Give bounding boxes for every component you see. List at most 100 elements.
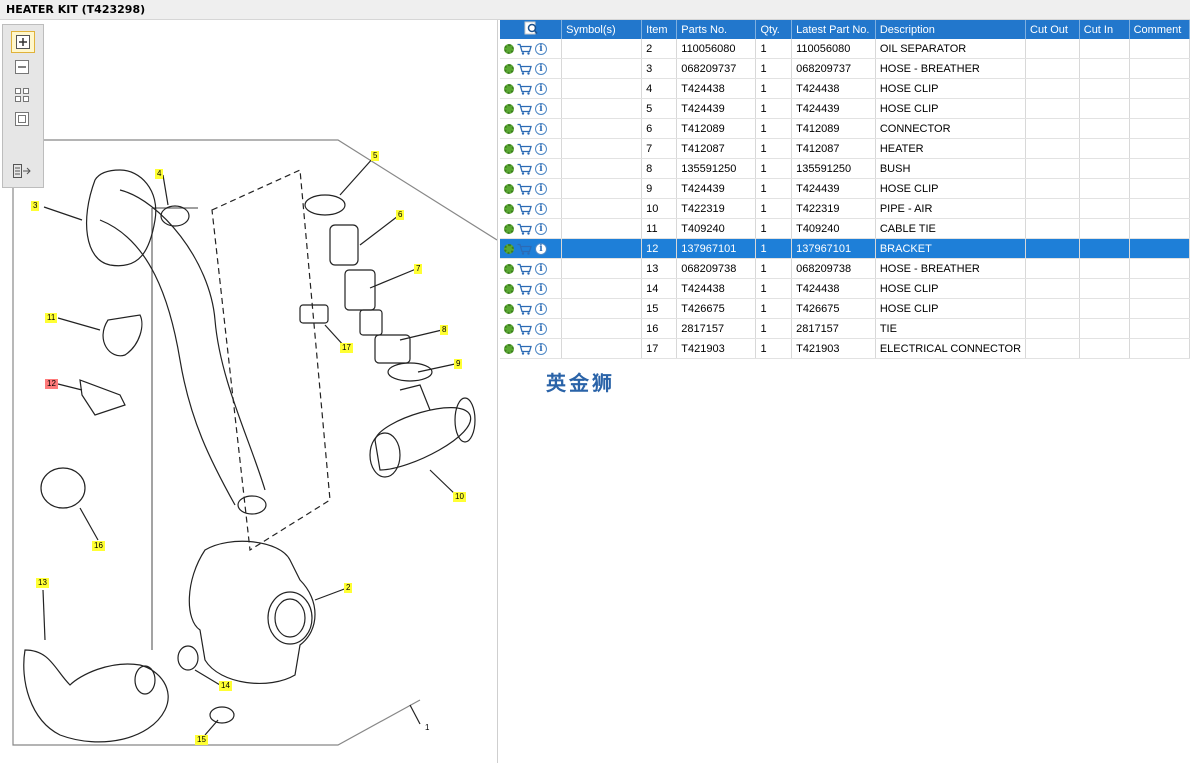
callout-6[interactable]: 6: [396, 210, 405, 220]
column-header-cut-in[interactable]: Cut In: [1079, 20, 1130, 39]
gear-icon[interactable]: [504, 103, 514, 114]
column-header-description[interactable]: Description: [875, 20, 1027, 39]
column-header-symbols[interactable]: Symbol(s): [561, 20, 643, 39]
cart-icon[interactable]: [517, 203, 532, 215]
info-icon[interactable]: i: [535, 82, 547, 95]
callout-5[interactable]: 5: [371, 151, 380, 161]
callout-14[interactable]: 14: [219, 681, 232, 691]
cart-icon[interactable]: [517, 163, 532, 175]
cart-icon[interactable]: [517, 283, 532, 295]
export-icon[interactable]: [11, 161, 33, 181]
search-icon[interactable]: [524, 21, 538, 35]
callout-11[interactable]: 11: [45, 313, 58, 323]
callout-2[interactable]: 2: [344, 583, 353, 593]
exploded-diagram[interactable]: 1 2 3 4 5 6 7 8 9 10 11 12 13 14 15 16 1…: [0, 20, 498, 763]
callout-12[interactable]: 12: [45, 379, 58, 389]
zoom-out-icon[interactable]: [11, 57, 33, 77]
info-icon[interactable]: i: [535, 302, 547, 315]
cart-icon[interactable]: [517, 263, 532, 275]
info-icon[interactable]: i: [535, 122, 547, 135]
callout-15[interactable]: 15: [195, 735, 208, 745]
info-icon[interactable]: i: [535, 142, 547, 155]
info-icon[interactable]: i: [535, 182, 547, 195]
cart-icon[interactable]: [517, 143, 532, 155]
zoom-in-icon[interactable]: [11, 31, 35, 53]
callout-16[interactable]: 16: [92, 541, 105, 551]
column-header-comment[interactable]: Comment: [1129, 20, 1190, 39]
callout-1[interactable]: 1: [425, 723, 430, 732]
info-icon[interactable]: i: [535, 222, 547, 235]
fit-icon[interactable]: [11, 85, 33, 105]
column-header-cut-out[interactable]: Cut Out: [1025, 20, 1080, 39]
gear-icon[interactable]: [504, 43, 514, 54]
info-icon[interactable]: i: [535, 322, 547, 335]
column-header-qty[interactable]: Qty.: [755, 20, 793, 39]
callout-9[interactable]: 9: [454, 359, 463, 369]
gear-icon[interactable]: [504, 223, 514, 234]
cart-icon[interactable]: [517, 43, 532, 55]
gear-icon[interactable]: [504, 83, 514, 94]
info-icon[interactable]: i: [535, 202, 547, 215]
info-icon[interactable]: i: [535, 162, 547, 175]
info-icon[interactable]: i: [535, 242, 547, 255]
cart-icon[interactable]: [517, 63, 532, 75]
gear-icon[interactable]: [504, 123, 514, 134]
gear-icon[interactable]: [504, 323, 514, 334]
callout-13[interactable]: 13: [36, 578, 49, 588]
callout-3[interactable]: 3: [31, 201, 40, 211]
cart-icon[interactable]: [517, 243, 532, 255]
row-actions: i: [500, 198, 563, 219]
cart-icon[interactable]: [517, 343, 532, 355]
gear-icon[interactable]: [504, 63, 514, 74]
gear-icon[interactable]: [504, 343, 514, 354]
info-icon[interactable]: i: [535, 262, 547, 275]
callout-17[interactable]: 17: [340, 343, 353, 353]
column-header-search[interactable]: [500, 20, 563, 39]
info-icon[interactable]: i: [535, 342, 547, 355]
gear-icon[interactable]: [504, 203, 514, 214]
gear-icon[interactable]: [504, 283, 514, 294]
column-header-parts-no[interactable]: Parts No.: [676, 20, 757, 39]
callout-8[interactable]: 8: [440, 325, 449, 335]
info-icon[interactable]: i: [535, 282, 547, 295]
callout-10[interactable]: 10: [453, 492, 466, 502]
cart-icon[interactable]: [517, 103, 532, 115]
cart-icon[interactable]: [517, 83, 532, 95]
cart-icon[interactable]: [517, 303, 532, 315]
gear-icon[interactable]: [504, 183, 514, 194]
gear-icon[interactable]: [504, 143, 514, 154]
gear-icon[interactable]: [504, 163, 514, 174]
column-header-item[interactable]: Item: [641, 20, 678, 39]
cart-icon[interactable]: [517, 123, 532, 135]
cart-icon[interactable]: [517, 223, 532, 235]
info-icon[interactable]: i: [535, 62, 547, 75]
cart-icon[interactable]: [517, 323, 532, 335]
column-header-latest-part-no[interactable]: Latest Part No.: [791, 20, 876, 39]
gear-icon[interactable]: [504, 263, 514, 274]
gear-icon[interactable]: [504, 243, 514, 254]
info-icon[interactable]: i: [535, 102, 547, 115]
callout-4[interactable]: 4: [155, 169, 164, 179]
row-cut-in: [1079, 338, 1130, 359]
gear-icon[interactable]: [504, 303, 514, 314]
actual-size-icon[interactable]: [11, 109, 33, 129]
info-icon[interactable]: i: [535, 42, 547, 55]
cart-icon[interactable]: [517, 183, 532, 195]
callout-7[interactable]: 7: [414, 264, 423, 274]
